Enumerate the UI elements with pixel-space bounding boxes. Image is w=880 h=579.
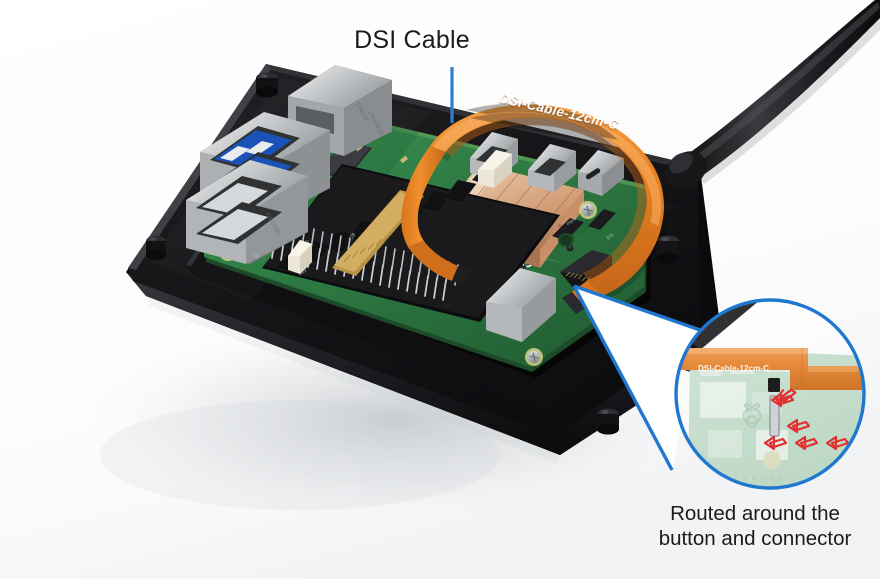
svg-text:J8: J8 [349, 232, 357, 240]
svg-text:FAN: FAN [298, 268, 308, 278]
svg-text:PWR: PWR [566, 217, 578, 228]
power-button [566, 244, 574, 252]
dsi-cable [401, 103, 664, 314]
fan-connector-2 [288, 240, 312, 274]
power-cable [665, 0, 880, 189]
raspberry-pi-board: iuci BCM2712 C1 2308 [186, 65, 652, 378]
fan-connector [478, 150, 512, 188]
page-title-text: DSI Cable [354, 26, 470, 54]
callout-caption-line2: button and connector [658, 527, 852, 550]
usb2-ports: FOXCONN [186, 160, 308, 264]
callout-circle [674, 298, 866, 490]
usbc-power [578, 150, 624, 196]
svg-text:J2: J2 [253, 252, 261, 260]
standoff-posts [146, 72, 679, 435]
callout-caption: Routed around the button and connector [630, 501, 880, 551]
microsd-slot [486, 268, 556, 342]
page-title: DSI Cable [0, 26, 880, 55]
routing-arrows [763, 388, 850, 451]
fpc-connector-2 [332, 190, 424, 276]
callout-caption-line1: Routed around the [670, 502, 840, 525]
dsi-connector [560, 250, 612, 296]
cable-label-inset: DSI-Cable-12cm-C [698, 364, 769, 373]
svg-text:DSI: DSI [606, 232, 616, 241]
inset-dsi-connector [768, 378, 780, 437]
zoom-cone [572, 284, 701, 471]
